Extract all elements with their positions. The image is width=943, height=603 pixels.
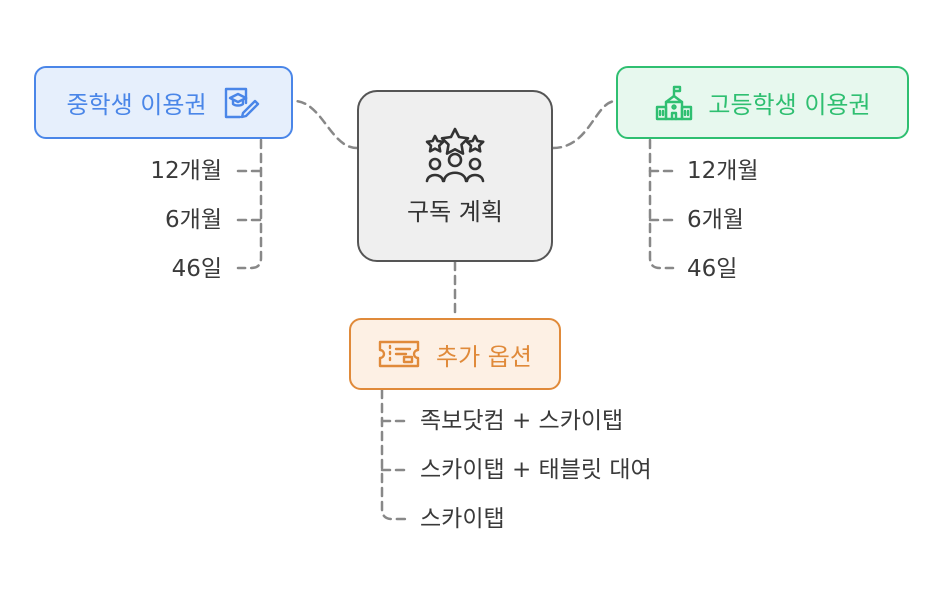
school-building-icon bbox=[654, 83, 694, 123]
middle-school-option-6m: 6개월 bbox=[165, 207, 222, 233]
high-school-option-12m: 12개월 bbox=[687, 158, 759, 184]
high-school-label: 고등학생 이용권 bbox=[708, 91, 871, 119]
add-ons-node: 추가 옵션 bbox=[349, 318, 561, 390]
center-node: 구독 계획 bbox=[357, 90, 553, 262]
high-school-node: 고등학생 이용권 bbox=[616, 66, 909, 139]
connector-addons-options bbox=[380, 388, 407, 521]
add-on-option-3: 스카이탭 bbox=[420, 506, 505, 532]
high-school-option-46d: 46일 bbox=[687, 256, 738, 282]
connector-center-high bbox=[551, 99, 618, 150]
ticket-icon bbox=[378, 339, 420, 369]
add-on-option-1: 족보닷컴 + 스카이탭 bbox=[420, 408, 624, 434]
add-on-option-2: 스카이탭 + 태블릿 대여 bbox=[420, 457, 652, 483]
high-school-option-6m: 6개월 bbox=[687, 207, 744, 233]
connector-high-options bbox=[648, 138, 675, 270]
connector-center-middle bbox=[291, 99, 359, 150]
middle-school-option-46d: 46일 bbox=[171, 256, 222, 282]
center-label: 구독 계획 bbox=[407, 197, 503, 226]
add-ons-label: 추가 옵션 bbox=[436, 342, 532, 371]
rating-group-icon bbox=[423, 126, 487, 184]
connector-middle-options bbox=[236, 138, 263, 270]
graduation-study-icon bbox=[221, 83, 261, 123]
middle-school-node: 중학생 이용권 bbox=[34, 66, 293, 139]
middle-school-label: 중학생 이용권 bbox=[66, 91, 207, 119]
middle-school-option-12m: 12개월 bbox=[150, 158, 222, 184]
